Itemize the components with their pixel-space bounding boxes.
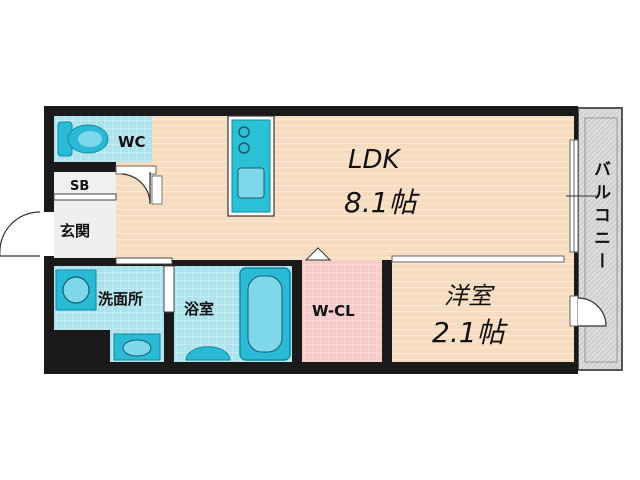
genkan-label: 玄関: [60, 222, 90, 240]
bath-sink-icon: [185, 346, 231, 361]
walk-in-closet: [302, 260, 382, 362]
ldk-size-label: 8.1帖: [344, 186, 421, 219]
shoe-box: [54, 172, 116, 196]
kitchen-counter-icon: [227, 115, 275, 217]
door-swing-icon: [0, 211, 54, 257]
yoshitsu-size-label: 2.1帖: [432, 316, 509, 349]
wcl-label: W-CL: [312, 302, 355, 320]
washing-machine-icon: [55, 269, 97, 311]
ldk-room: [116, 116, 574, 260]
yoshitsu-label: 洋室: [444, 282, 495, 310]
balcony-label: バルコニー: [590, 160, 611, 275]
door-swing-icon: [569, 295, 607, 327]
bathtub-icon: [239, 267, 291, 361]
door-swing-icon: [304, 247, 332, 261]
yoshitsu-room: [392, 260, 574, 362]
yokushitsu-label: 浴室: [184, 300, 214, 318]
ldk-label: LDK: [348, 145, 402, 175]
wc-label: WC: [118, 133, 146, 151]
structural-column: [54, 330, 110, 362]
sb-label: SB: [70, 179, 89, 194]
door-swing-icon: [115, 165, 163, 205]
senmenjo-label: 洗面所: [98, 290, 143, 308]
toilet-icon: [57, 121, 109, 157]
genkan-area: [54, 196, 116, 258]
wash-basin-icon: [113, 333, 161, 361]
